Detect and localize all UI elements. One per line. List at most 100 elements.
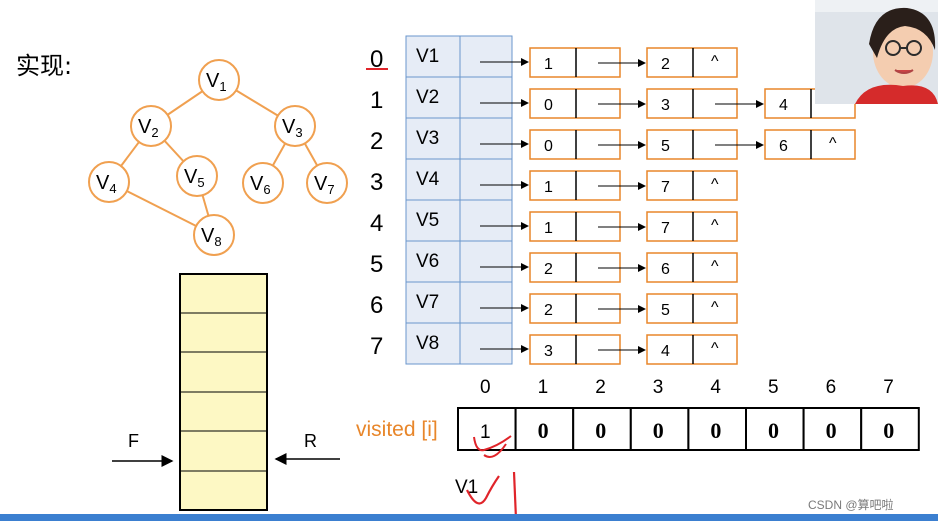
null-pointer: ^ [829,135,837,152]
svg-text:V2: V2 [138,116,159,140]
ink-stroke [483,443,507,458]
vertex-cell [405,117,461,160]
bottom-progress-bar [0,514,938,521]
node-value: 3 [661,97,670,114]
list-node [529,293,621,324]
svg-text:V3: V3 [282,116,303,140]
visited-cell [687,407,748,451]
node-value: 6 [661,261,670,278]
node-value: 1 [544,179,553,196]
visited-index: 5 [768,377,779,398]
visited-value: 1 [480,422,491,443]
visited-index: 2 [595,377,606,398]
graph-node-v7: V7 [306,162,348,204]
visited-value: 0 [710,418,721,443]
visited-cell [802,407,863,451]
visited-value: 0 [595,418,606,443]
first-pointer-cell [459,199,513,242]
handwritten-v1-text: V1 [455,477,478,498]
null-pointer: ^ [711,299,719,316]
visited-cell [860,407,920,451]
svg-text:V5: V5 [184,166,205,190]
vertex-name: V8 [416,333,439,354]
node-value: 1 [544,220,553,237]
list-node [646,334,738,365]
null-pointer: ^ [711,53,719,70]
svg-text:V6: V6 [250,173,271,197]
visited-index: 1 [538,377,549,398]
ink-check-mark [473,435,512,452]
vertex-cell [405,199,461,242]
node-value: 0 [544,97,553,114]
graph-node-v6: V6 [242,162,284,204]
svg-text:V4: V4 [96,172,117,196]
node-value: 5 [661,138,670,155]
vertex-name: V2 [416,87,439,108]
first-pointer-cell [459,35,513,78]
graph-node-v8: V8 [193,214,235,256]
list-node [646,293,738,324]
ink-mark [512,471,518,520]
svg-text:V1: V1 [206,70,227,94]
first-pointer-cell [459,76,513,119]
queue-front-label: F [128,431,139,451]
visited-index: 6 [826,377,837,398]
visited-index: 3 [653,377,664,398]
svg-text:V7: V7 [314,173,335,197]
graph-node-v2: V2 [130,105,172,147]
first-pointer-cell [459,322,513,365]
vertex-name: V1 [416,46,439,67]
node-value: 2 [544,261,553,278]
visited-value: 0 [538,418,549,443]
queue-rear-label: R [304,431,317,451]
row-index-4: 4 [370,210,383,237]
graph-node-v1: V1 [198,59,240,101]
visited-index: 7 [883,377,894,398]
node-value: 0 [544,138,553,155]
vertex-name: V4 [416,169,440,190]
row-index-5: 5 [370,251,383,278]
node-value: 1 [544,56,553,73]
visited-label: visited [i] [356,418,438,441]
webcam-overlay [815,0,938,104]
vertex-cell [405,281,461,324]
ink-mark [466,475,500,505]
node-value: 4 [779,97,788,114]
visited-value: 0 [653,418,664,443]
vertex-name: V6 [416,251,439,272]
graph-node-v4: V4 [88,161,130,203]
row-index-6: 6 [370,292,383,319]
slide-title: 实现: [16,52,73,80]
row-index-2: 2 [370,128,383,155]
visited-value: 0 [826,418,837,443]
vertex-name: V5 [416,210,439,231]
csdn-watermark: CSDN @算吧啦 [808,498,894,512]
graph-node-v5: V5 [176,155,218,197]
svg-text:V8: V8 [201,225,222,249]
node-value: 7 [661,220,670,237]
node-value: 5 [661,302,670,319]
row-index-0: 0 [370,46,383,73]
node-value: 7 [661,179,670,196]
first-pointer-cell [459,240,513,283]
list-node [646,211,738,242]
vertex-cell [405,158,461,201]
first-pointer-cell [459,117,513,160]
node-value: 3 [544,343,553,360]
null-pointer: ^ [711,217,719,234]
row-index-1: 1 [370,87,383,114]
list-node [646,252,738,283]
visited-value: 0 [768,418,779,443]
first-pointer-cell [459,158,513,201]
visited-index: 0 [480,377,491,398]
node-value: 2 [544,302,553,319]
null-pointer: ^ [711,340,719,357]
graph-diagram: V1 V2 V3 V4 V5 V6 V7 V8 [88,59,348,256]
vertex-cell [405,240,461,283]
null-pointer: ^ [711,176,719,193]
